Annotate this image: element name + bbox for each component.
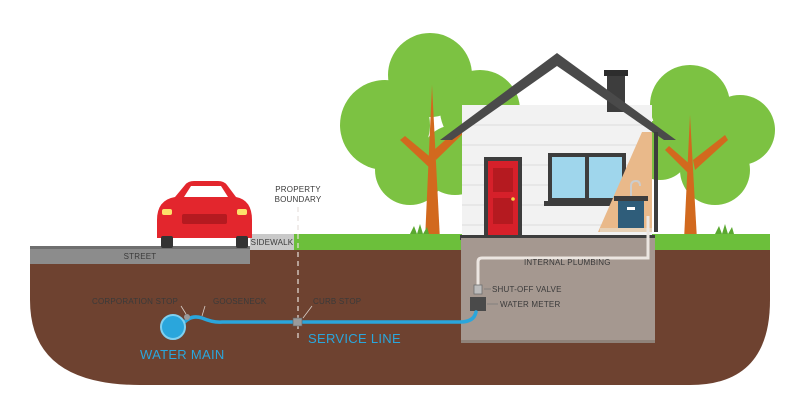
water-meter-label: WATER METER xyxy=(500,300,560,309)
water-main-label: WATER MAIN xyxy=(140,347,225,362)
corporation-stop-pointer xyxy=(180,305,187,315)
water-meter xyxy=(470,297,486,311)
gooseneck-pointer xyxy=(201,305,206,317)
car xyxy=(157,181,252,248)
internal-plumbing-label: INTERNAL PLUMBING xyxy=(524,258,611,267)
internal-plumbing-pipe xyxy=(476,216,650,292)
service-line-label: SERVICE LINE xyxy=(308,331,401,346)
street-surface xyxy=(30,248,250,264)
service-line-pipe xyxy=(180,310,478,327)
curb-stop-label: CURB STOP xyxy=(313,297,361,306)
soil xyxy=(30,250,770,385)
curb-stop xyxy=(292,317,303,327)
street-top-edge xyxy=(30,246,250,249)
shut-off-valve xyxy=(473,284,483,295)
property-boundary-label-line2: BOUNDARY xyxy=(275,195,322,204)
shut-off-valve-label: SHUT-OFF VALVE xyxy=(492,285,562,294)
property-boundary-label-line1: PROPERTY xyxy=(275,185,321,194)
sidewalk-surface xyxy=(250,234,294,250)
house xyxy=(440,53,676,240)
gooseneck-label: GOOSENECK xyxy=(213,297,267,306)
water-main-pipe xyxy=(160,314,186,340)
corporation-stop xyxy=(184,314,190,320)
tree-right xyxy=(630,65,775,240)
corporation-stop-label: CORPORATION STOP xyxy=(92,297,178,306)
basement xyxy=(461,238,655,342)
basement-floor xyxy=(461,340,655,343)
curb-stop-pointer xyxy=(302,305,313,319)
sidewalk-label: SIDEWALK xyxy=(251,238,294,247)
street-label: STREET xyxy=(124,252,157,261)
